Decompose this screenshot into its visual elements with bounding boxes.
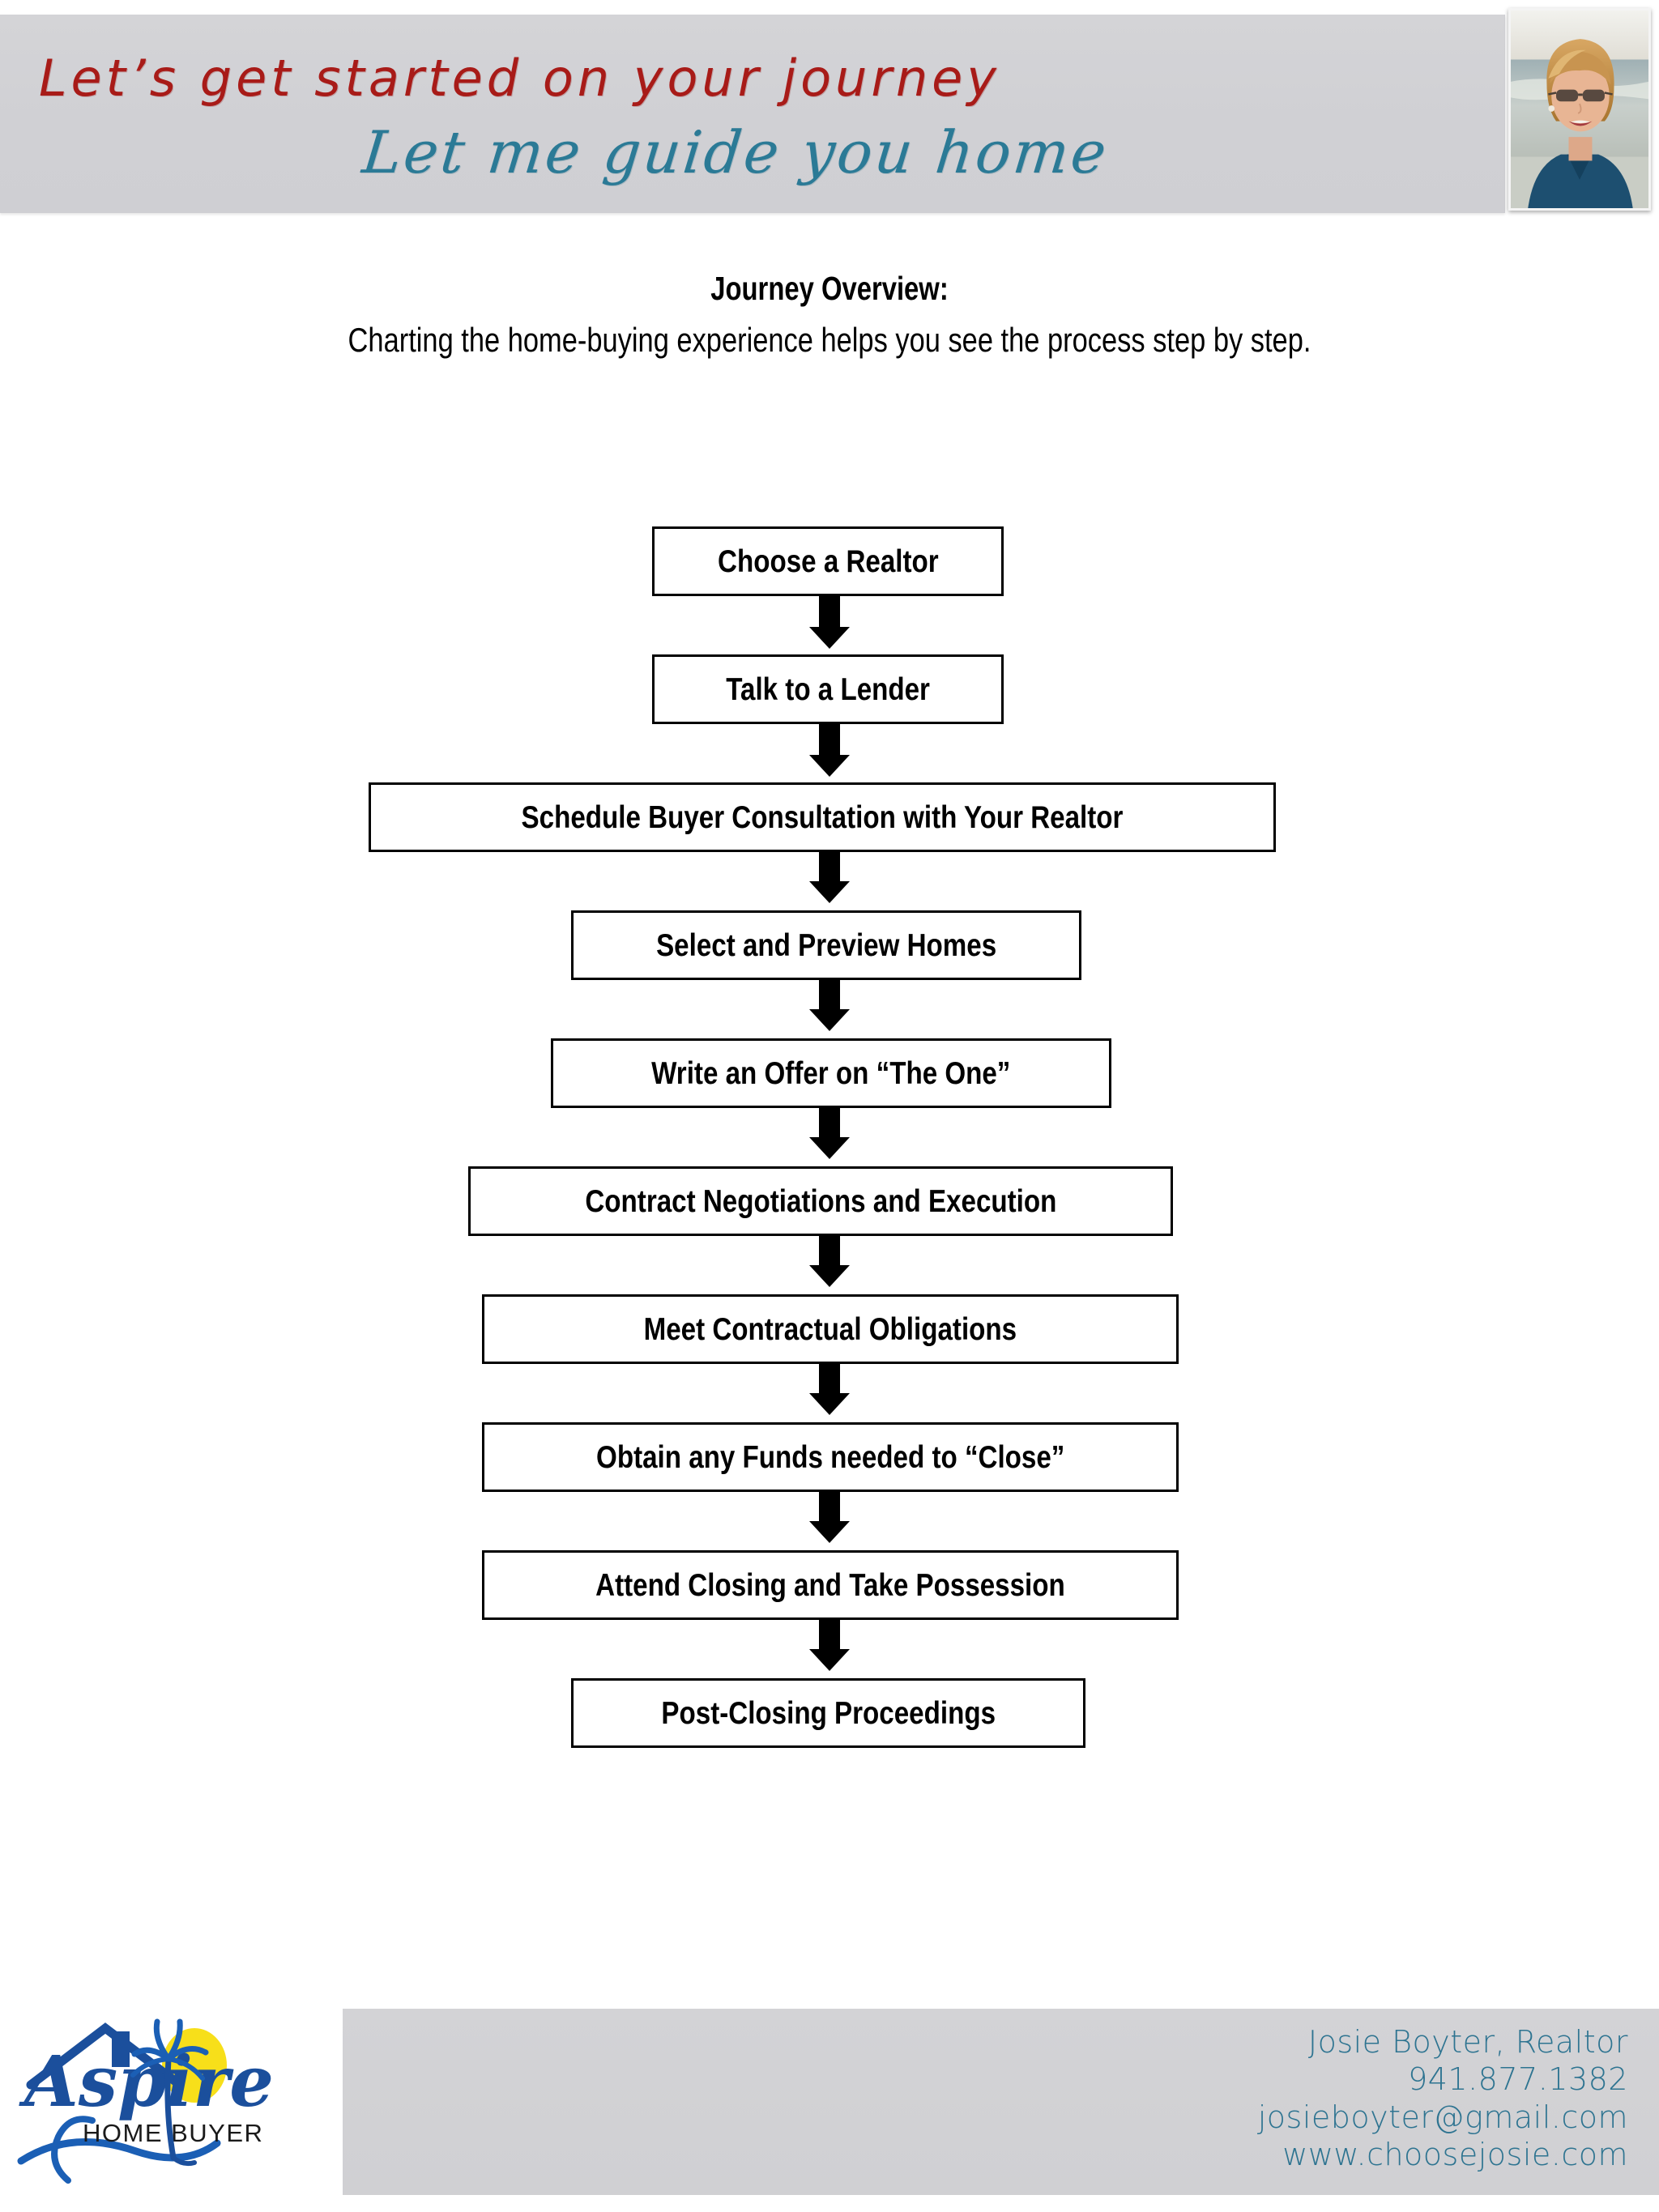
flow-step-label: Obtain any Funds needed to “Close” — [595, 1439, 1065, 1475]
header-banner: Let’s get started on your journey Let me… — [0, 15, 1505, 213]
contact-email[interactable]: josieboyter@gmail.com — [1257, 2099, 1628, 2135]
flow-step-label: Attend Closing and Take Possession — [595, 1567, 1065, 1603]
flow-step-10[interactable]: Post-Closing Proceedings — [571, 1678, 1085, 1748]
flow-step-7[interactable]: Meet Contractual Obligations — [482, 1294, 1179, 1364]
flow-step-9[interactable]: Attend Closing and Take Possession — [482, 1550, 1179, 1620]
flow-step-label: Select and Preview Homes — [655, 927, 997, 963]
flow-step-label: Choose a Realtor — [717, 543, 939, 579]
contact-website[interactable]: www.choosejosie.com — [1282, 2137, 1628, 2173]
flow-step-4[interactable]: Select and Preview Homes — [571, 910, 1081, 980]
flow-step-label: Schedule Buyer Consultation with Your Re… — [521, 799, 1124, 835]
flow-step-6[interactable]: Contract Negotiations and Execution — [468, 1166, 1173, 1236]
logo-script-word: Aspire — [19, 2041, 274, 2123]
flow-arrow-5-6 — [819, 1108, 840, 1139]
aspire-home-buyer-logo: Aspire HOME BUYER — [15, 2007, 339, 2197]
agent-headshot-photo — [1508, 8, 1651, 211]
headshot-illustration — [1511, 11, 1648, 208]
flow-step-label: Post-Closing Proceedings — [661, 1695, 996, 1731]
flow-arrow-9-10 — [819, 1620, 840, 1651]
flow-arrow-3-4 — [819, 852, 840, 883]
flow-step-5[interactable]: Write an Offer on “The One” — [551, 1038, 1111, 1108]
flow-arrow-1-2 — [819, 596, 840, 629]
footer-contact-block: Josie Boyter, Realtor 941.877.1382 josie… — [956, 2023, 1628, 2173]
flow-step-label: Talk to a Lender — [726, 671, 930, 707]
flow-step-label: Write an Offer on “The One” — [651, 1055, 1011, 1091]
logo-artwork: Aspire HOME BUYER — [17, 2018, 274, 2184]
contact-phone[interactable]: 941.877.1382 — [1408, 2061, 1628, 2098]
flow-arrow-7-8 — [819, 1364, 840, 1395]
flow-step-1[interactable]: Choose a Realtor — [652, 526, 1004, 596]
flow-step-8[interactable]: Obtain any Funds needed to “Close” — [482, 1422, 1179, 1492]
page-subtitle: Charting the home-buying experience help… — [348, 321, 1311, 359]
flow-arrow-4-5 — [819, 980, 840, 1011]
flow-step-2[interactable]: Talk to a Lender — [652, 654, 1004, 724]
headline-secondary: Let me guide you home — [359, 118, 1112, 186]
flow-arrow-2-3 — [819, 724, 840, 757]
flow-arrow-8-9 — [819, 1492, 840, 1523]
flow-step-3[interactable]: Schedule Buyer Consultation with Your Re… — [369, 782, 1276, 852]
flow-step-label: Contract Negotiations and Execution — [584, 1183, 1057, 1219]
flow-arrow-6-7 — [819, 1236, 840, 1267]
flow-step-label: Meet Contractual Obligations — [643, 1311, 1017, 1347]
footer-bar — [343, 2009, 1659, 2195]
headline-primary: Let’s get started on your journey — [39, 49, 1000, 108]
page-title: Journey Overview: — [710, 270, 949, 307]
contact-name: Josie Boyter, Realtor — [1307, 2024, 1628, 2060]
